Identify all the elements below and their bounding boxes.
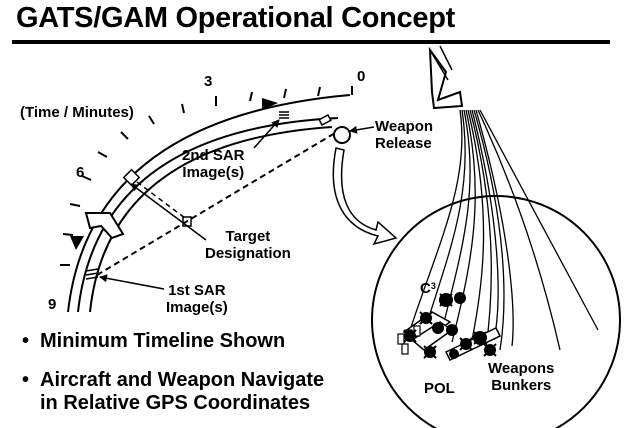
c3-base: C bbox=[420, 280, 431, 297]
designation-diamond bbox=[122, 168, 141, 187]
bullet-1: • Minimum Timeline Shown bbox=[22, 330, 285, 353]
time-tick-6: 6 bbox=[76, 164, 85, 181]
bullet-1-text: Minimum Timeline Shown bbox=[40, 330, 286, 352]
sar1-mark bbox=[85, 268, 99, 280]
pol-label: POL bbox=[424, 380, 455, 397]
weapon-icon bbox=[318, 113, 332, 127]
target-designation-label: Target Designation bbox=[205, 228, 291, 262]
bullet-2: • Aircraft and Weapon Navigate in Relativ… bbox=[22, 369, 324, 415]
time-tick-9: 9 bbox=[48, 296, 57, 313]
sar1-line1: 1st SAR bbox=[168, 282, 226, 299]
timeline-arc bbox=[67, 94, 351, 313]
bullet-2-text-line2: in Relative GPS Coordinates bbox=[40, 392, 311, 414]
track-arrow-lower bbox=[70, 236, 84, 250]
leader-sar1 bbox=[99, 274, 165, 290]
zoom-arrow bbox=[332, 147, 398, 246]
sar2-label: 2nd SAR Image(s) bbox=[182, 147, 245, 181]
launch-line-1 bbox=[429, 49, 449, 81]
time-tick-0: 0 bbox=[357, 68, 366, 85]
title-rule bbox=[12, 40, 610, 44]
track-arrow-upper bbox=[262, 98, 278, 110]
sar2-line1: 2nd SAR bbox=[182, 147, 245, 164]
dashed-line-upper bbox=[136, 181, 186, 219]
bunkers-label: Weapons Bunkers bbox=[488, 360, 554, 394]
c3-superscript: 3 bbox=[430, 281, 436, 291]
weapon-trajectories bbox=[409, 109, 599, 351]
time-axis-label: (Time / Minutes) bbox=[20, 104, 134, 121]
sar1-line2: Image(s) bbox=[166, 299, 228, 316]
leader-weapon-release bbox=[349, 125, 375, 134]
bunkers-line2: Bunkers bbox=[491, 377, 552, 394]
bullet-1-symbol: • bbox=[22, 330, 30, 352]
aircraft-icon bbox=[84, 212, 125, 240]
weapon-release-line1: Weapon bbox=[375, 118, 434, 135]
sar1-label: 1st SAR Image(s) bbox=[166, 282, 228, 316]
launch-line-2 bbox=[439, 45, 453, 71]
weapon-release-line2: Release bbox=[375, 135, 432, 152]
leader-target bbox=[130, 183, 207, 241]
target-designation-line1: Target bbox=[225, 228, 271, 245]
time-tick-3: 3 bbox=[204, 73, 213, 90]
bullet-2-symbol: • bbox=[22, 369, 30, 391]
target-designation-line2: Designation bbox=[205, 245, 291, 262]
leader-sar2 bbox=[253, 119, 280, 149]
release-circle bbox=[333, 126, 351, 144]
slide-title: GATS/GAM Operational Concept bbox=[16, 2, 455, 34]
dashed-line-lower bbox=[96, 132, 336, 276]
sar2-line2: Image(s) bbox=[182, 164, 245, 181]
flight-track-inner bbox=[89, 126, 333, 313]
c3-label: C3 bbox=[420, 280, 436, 297]
weapon-release-label: Weapon Release bbox=[375, 118, 433, 152]
timeline-ticks bbox=[60, 86, 353, 266]
sar2-mark bbox=[279, 111, 289, 119]
bunkers-line1: Weapons bbox=[488, 360, 555, 377]
bullet-2-text-line1: Aircraft and Weapon Navigate bbox=[40, 369, 325, 391]
explosion-spikes bbox=[403, 293, 497, 359]
